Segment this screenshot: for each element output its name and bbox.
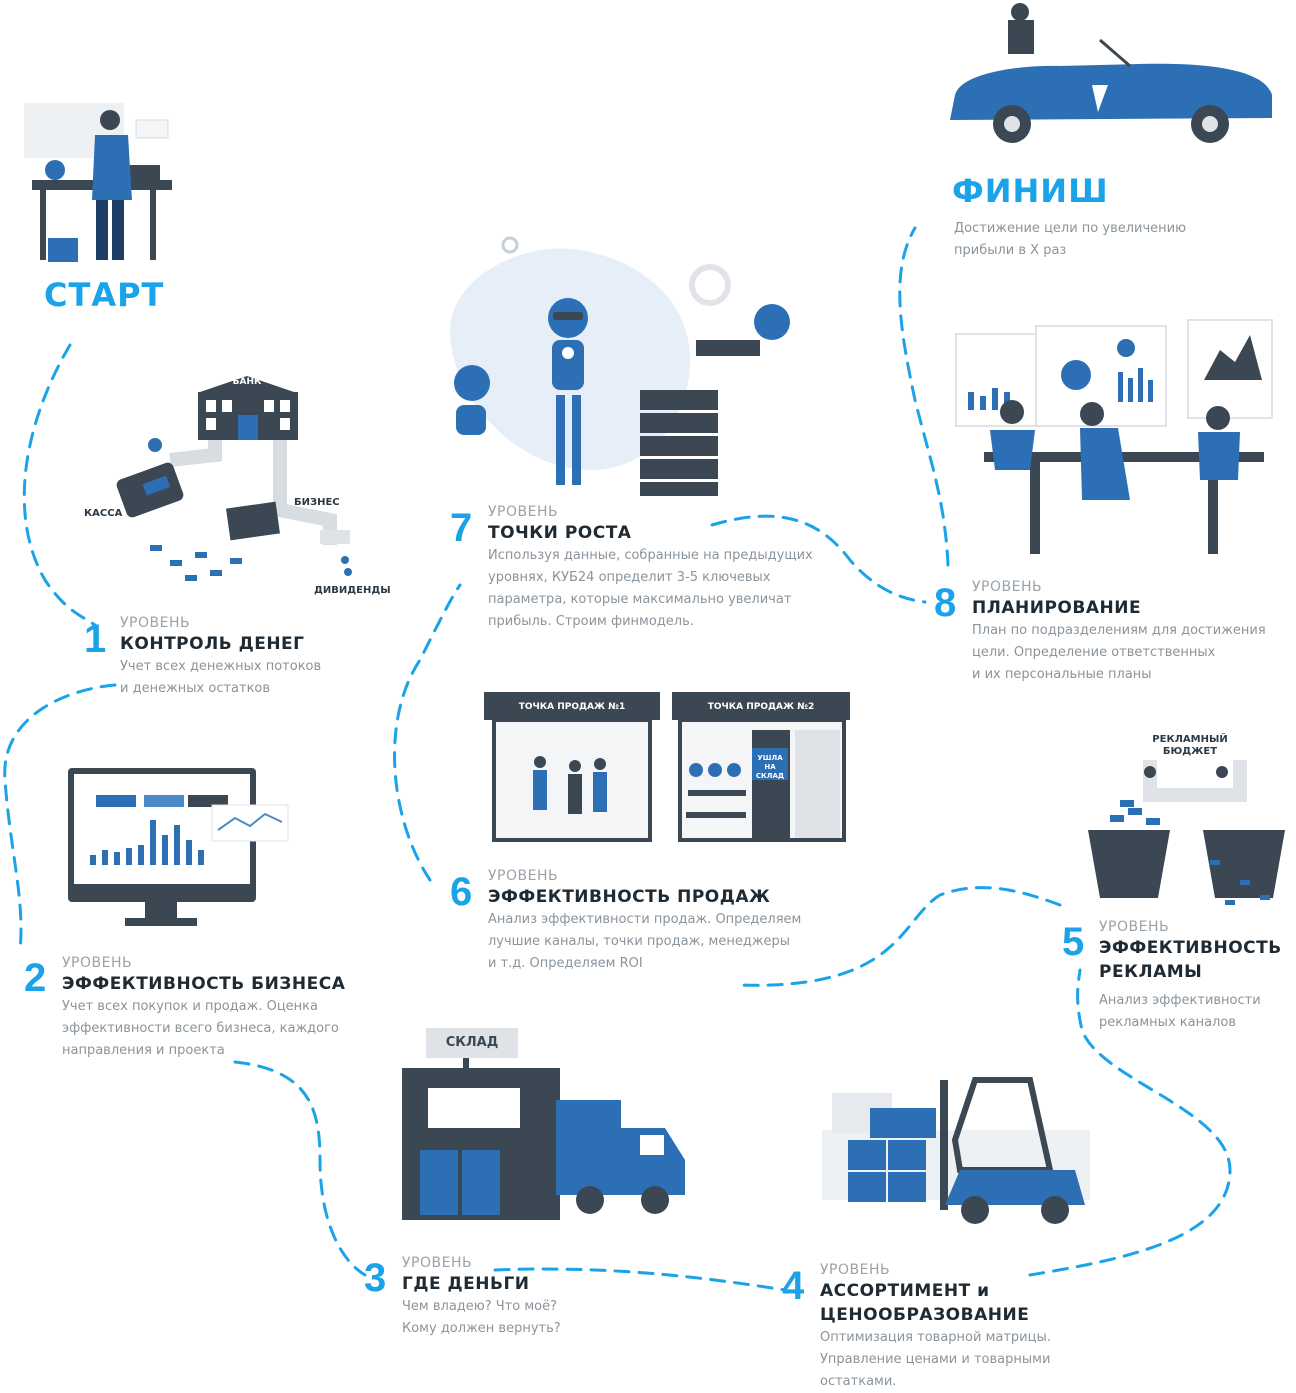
level-4-number: 4 (782, 1264, 805, 1308)
sklad-label: СКЛАД (445, 1035, 499, 1050)
level-7-block: УРОВЕНЬ ТОЧКИ РОСТА Используя данные, со… (488, 503, 818, 633)
dividendy-label: ДИВИДЕНДЫ (314, 585, 391, 596)
finish-label: ФИНИШ (952, 172, 1109, 210)
level-6-desc-line: лучшие каналы, точки продаж, менеджеры (488, 934, 791, 949)
level-7-desc-line: Используя данные, собранные на предыдущи… (488, 548, 813, 563)
level-8-desc-line: цели. Определение ответственных (972, 645, 1216, 660)
level-7-desc-line: прибыль. Строим финмодель. (488, 614, 694, 629)
level-4-desc-line: Управление ценами и товарными (820, 1352, 1051, 1367)
level-8-title: ПЛАНИРОВАНИЕ (972, 598, 1142, 618)
level-1-desc-line: Учет всех денежных потоков (120, 659, 322, 674)
sales-points-illustration (484, 692, 850, 842)
forklift-boxes-illustration (822, 1077, 1090, 1224)
level-6-desc-line: и т.д. Определяем ROI (488, 956, 643, 971)
level-7-desc-line: уровнях, КУБ24 определит 3-5 ключевых (488, 570, 771, 585)
level-8-desc-line: и их персональные планы (972, 667, 1152, 682)
sales-point-1-label: ТОЧКА ПРОДАЖ №1 (518, 702, 626, 712)
level-2-desc-line: эффективности всего бизнеса, каждого (62, 1021, 339, 1036)
biznes-label: БИЗНЕС (294, 497, 340, 508)
level-6-title: ЭФФЕКТИВНОСТЬ ПРОДАЖ (488, 887, 771, 907)
level-8-number: 8 (934, 581, 957, 625)
roadmap-dashed-path (3, 226, 1232, 1292)
bank-cashflow-illustration (116, 376, 352, 581)
level-8-desc-line: План по подразделениям для достижения (972, 623, 1266, 638)
kassa-label: КАССА (84, 508, 123, 519)
level-3-block: УРОВЕНЬ ГДЕ ДЕНЬГИ Чем владею? Что моё? … (402, 1254, 662, 1340)
level-2-desc-line: направления и проекта (62, 1043, 225, 1058)
level-8-block: УРОВЕНЬ ПЛАНИРОВАНИЕ План по подразделен… (972, 578, 1282, 686)
level-8-word: УРОВЕНЬ (972, 579, 1043, 595)
ad-budget-label: РЕКЛАМНЫЙ БЮДЖЕТ (1152, 734, 1228, 757)
finish-description: Достижение цели по увеличению прибыли в … (954, 221, 1187, 258)
level-1-number: 1 (84, 617, 107, 661)
start-label: СТАРТ (44, 276, 165, 314)
analytics-monitor-illustration (68, 768, 289, 926)
level-1-title: КОНТРОЛЬ ДЕНЕГ (120, 634, 305, 654)
car-finish-illustration (950, 3, 1272, 143)
level-1-block: УРОВЕНЬ КОНТРОЛЬ ДЕНЕГ Учет всех денежны… (120, 614, 380, 700)
level-2-block: УРОВЕНЬ ЭФФЕКТИВНОСТЬ БИЗНЕСА Учет всех … (62, 954, 382, 1062)
moved-to-warehouse-label: УШЛА НА СКЛАД (755, 754, 785, 780)
ad-budget-pots-illustration (1088, 760, 1285, 905)
level-5-title-line: ЭФФЕКТИВНОСТЬ (1099, 938, 1282, 958)
level-4-title-line: ЦЕНООБРАЗОВАНИЕ (820, 1305, 1030, 1325)
level-7-word: УРОВЕНЬ (488, 504, 559, 520)
level-4-desc-line: Оптимизация товарной матрицы. (820, 1330, 1051, 1345)
warehouse-truck-illustration (402, 1028, 685, 1220)
sales-point-2-label: ТОЧКА ПРОДАЖ №2 (707, 702, 815, 712)
level-5-desc-line: рекламных каналов (1099, 1015, 1236, 1030)
level-3-number: 3 (364, 1256, 387, 1300)
office-man-illustration (24, 103, 172, 262)
level-4-word: УРОВЕНЬ (820, 1262, 891, 1278)
level-1-word: УРОВЕНЬ (120, 615, 191, 631)
level-4-block: УРОВЕНЬ АССОРТИМЕНТ и ЦЕНООБРАЗОВАНИЕ Оп… (820, 1261, 1120, 1393)
level-6-block: УРОВЕНЬ ЭФФЕКТИВНОСТЬ ПРОДАЖ Анализ эффе… (488, 867, 818, 975)
level-3-desc-line: Кому должен вернуть? (402, 1321, 561, 1336)
level-7-number: 7 (450, 506, 473, 550)
level-7-title: ТОЧКИ РОСТА (488, 523, 632, 543)
level-7-desc-line: параметра, которые максимально увеличат (488, 592, 792, 607)
robots-growth-illustration (450, 236, 790, 496)
level-6-number: 6 (450, 870, 473, 914)
planning-team-illustration (955, 319, 1273, 554)
level-1-desc-line: и денежных остатков (120, 681, 271, 696)
level-3-desc-line: Чем владею? Что моё? (402, 1299, 557, 1314)
level-2-word: УРОВЕНЬ (62, 955, 133, 971)
level-5-number: 5 (1062, 920, 1085, 964)
level-3-title: ГДЕ ДЕНЬГИ (402, 1274, 530, 1294)
level-5-desc-line: Анализ эффективности (1099, 993, 1261, 1008)
level-2-desc-line: Учет всех покупок и продаж. Оценка (62, 999, 318, 1014)
level-5-title-line: РЕКЛАМЫ (1099, 962, 1203, 982)
level-6-word: УРОВЕНЬ (488, 868, 559, 884)
level-6-desc-line: Анализ эффективности продаж. Определяем (488, 912, 802, 927)
level-4-desc-line: остатками. (820, 1374, 897, 1389)
level-4-title-line: АССОРТИМЕНТ и (820, 1281, 990, 1301)
level-3-word: УРОВЕНЬ (402, 1255, 473, 1271)
bank-label: БАНК (232, 377, 262, 387)
level-2-number: 2 (24, 956, 47, 1000)
level-2-title: ЭФФЕКТИВНОСТЬ БИЗНЕСА (62, 974, 346, 994)
level-5-block: УРОВЕНЬ ЭФФЕКТИВНОСТЬ РЕКЛАМЫ Анализ эфф… (1099, 918, 1289, 1034)
level-5-word: УРОВЕНЬ (1099, 919, 1170, 935)
